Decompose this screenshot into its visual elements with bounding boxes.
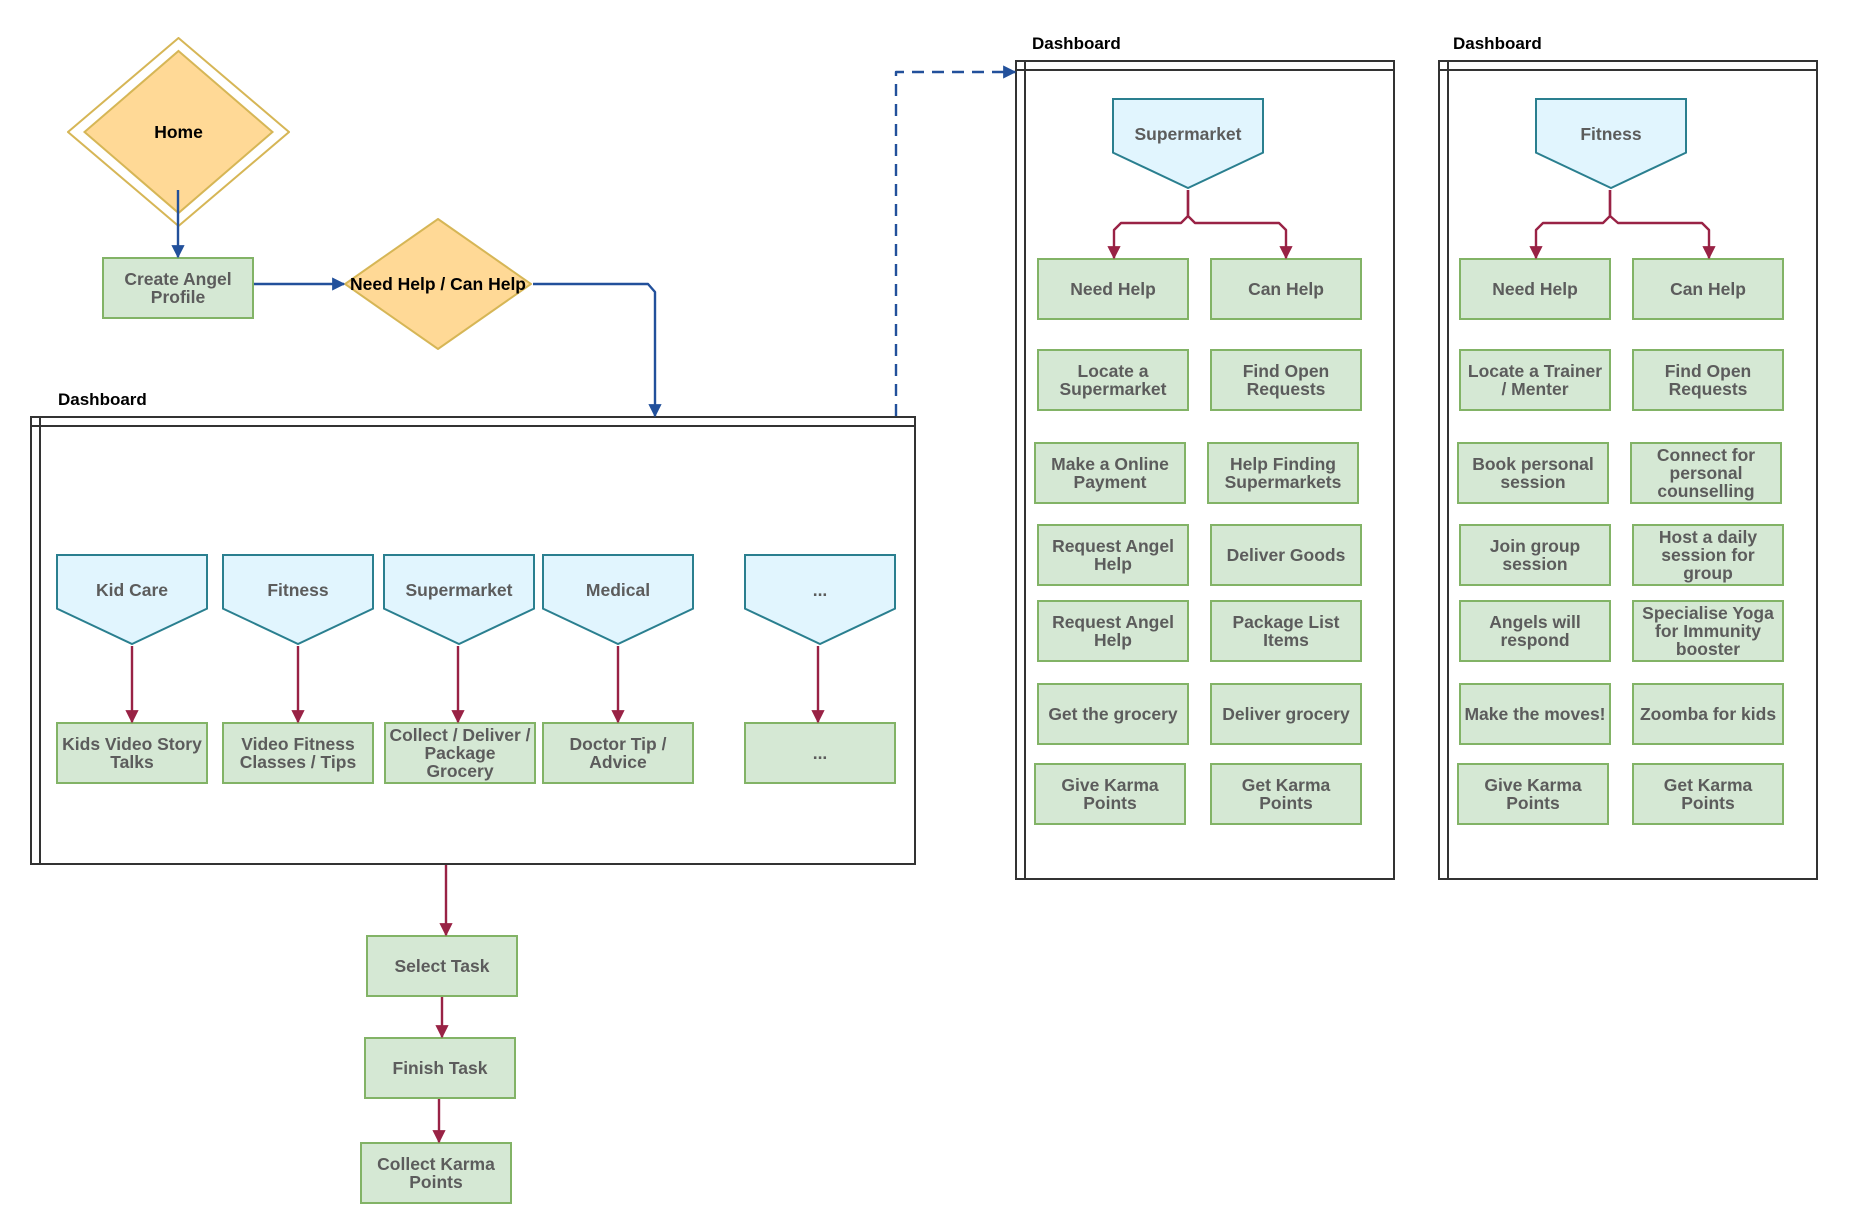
supermarket-locate[interactable]: Locate a Supermarket (1037, 349, 1189, 411)
node-label: Fitness (267, 580, 329, 601)
fitness-specialise-yoga[interactable]: Specialise Yoga for Immunity booster (1632, 600, 1784, 662)
fitness-book-personal-session[interactable]: Book personal session (1457, 442, 1609, 504)
category-fitness[interactable]: Fitness (222, 554, 374, 645)
supermarket-request-angel-help-1[interactable]: Request Angel Help (1037, 524, 1189, 586)
fitness-locate-trainer[interactable]: Locate a Trainer / Menter (1459, 349, 1611, 411)
category-kid-care[interactable]: Kid Care (56, 554, 208, 645)
supermarket-header[interactable]: Supermarket (1112, 98, 1264, 189)
task-video-fitness-classes[interactable]: Video Fitness Classes / Tips (222, 722, 374, 784)
supermarket-get-grocery[interactable]: Get the grocery (1037, 683, 1189, 745)
node-label: Medical (585, 580, 651, 601)
category-supermarket[interactable]: Supermarket (383, 554, 535, 645)
node-label: Home (154, 121, 203, 142)
node-label: Supermarket (1134, 124, 1242, 145)
fitness-join-group-session[interactable]: Join group session (1459, 524, 1611, 586)
fitness-give-karma-points[interactable]: Give Karma Points (1457, 763, 1609, 825)
supermarket-online-payment[interactable]: Make a Online Payment (1034, 442, 1186, 504)
create-angel-profile-box[interactable]: Create Angel Profile (102, 257, 254, 319)
supermarket-help-finding[interactable]: Help Finding Supermarkets (1207, 442, 1359, 504)
category-more[interactable]: ... (744, 554, 896, 645)
category-shape (222, 554, 374, 645)
task-more[interactable]: ... (744, 722, 896, 784)
need-help-can-help-decision[interactable]: Need Help / Can Help (344, 218, 532, 350)
fitness-can-help[interactable]: Can Help (1632, 258, 1784, 320)
supermarket-can-help[interactable]: Can Help (1210, 258, 1362, 320)
supermarket-find-open-requests[interactable]: Find Open Requests (1210, 349, 1362, 411)
category-medical[interactable]: Medical (542, 554, 694, 645)
node-label: ... (812, 580, 828, 601)
finish-task-box[interactable]: Finish Task (364, 1037, 516, 1099)
fitness-connect-personal-counselling[interactable]: Connect for personal counselling (1630, 442, 1782, 504)
fitness-header[interactable]: Fitness (1535, 98, 1687, 189)
fitness-zoomba-for-kids[interactable]: Zoomba for kids (1632, 683, 1784, 745)
supermarket-give-karma-points[interactable]: Give Karma Points (1034, 763, 1186, 825)
fitness-angels-will-respond[interactable]: Angels will respond (1459, 600, 1611, 662)
supermarket-deliver-grocery[interactable]: Deliver grocery (1210, 683, 1362, 745)
category-shape (56, 554, 208, 645)
task-collect-deliver-grocery[interactable]: Collect / Deliver / Package Grocery (384, 722, 536, 784)
supermarket-package-list-items[interactable]: Package List Items (1210, 600, 1362, 662)
category-shape (744, 554, 896, 645)
dashboard-title: Dashboard (1032, 34, 1121, 53)
fitness-make-the-moves[interactable]: Make the moves! (1459, 683, 1611, 745)
collect-karma-points-box[interactable]: Collect Karma Points (360, 1142, 512, 1204)
dashboard-fitness-frame[interactable] (1438, 60, 1818, 880)
node-label: Supermarket (405, 580, 513, 601)
supermarket-request-angel-help-2[interactable]: Request Angel Help (1037, 600, 1189, 662)
decision-shape (344, 218, 532, 350)
fitness-find-open-requests[interactable]: Find Open Requests (1632, 349, 1784, 411)
node-label: Need Help / Can Help (349, 273, 526, 294)
supermarket-deliver-goods[interactable]: Deliver Goods (1210, 524, 1362, 586)
category-shape (1112, 98, 1264, 189)
connector-dash_main-to-dash_super (894, 65, 1017, 416)
select-task-box[interactable]: Select Task (366, 935, 518, 997)
fitness-need-help[interactable]: Need Help (1459, 258, 1611, 320)
fitness-get-karma-points[interactable]: Get Karma Points (1632, 763, 1784, 825)
home-decision[interactable]: Home (67, 37, 290, 227)
dashboard-supermarket-frame[interactable] (1015, 60, 1395, 880)
node-label: Fitness (1580, 124, 1642, 145)
task-doctor-tip-advice[interactable]: Doctor Tip / Advice (542, 722, 694, 784)
dashboard-title: Dashboard (58, 390, 147, 409)
node-label: Kid Care (96, 580, 168, 601)
supermarket-need-help[interactable]: Need Help (1037, 258, 1189, 320)
category-shape (1535, 98, 1687, 189)
supermarket-get-karma-points[interactable]: Get Karma Points (1210, 763, 1362, 825)
fitness-host-daily-session[interactable]: Host a daily session for group (1632, 524, 1784, 586)
category-shape (542, 554, 694, 645)
connector-needcan-to-dash_main (533, 282, 662, 418)
dashboard-title: Dashboard (1453, 34, 1542, 53)
category-shape (383, 554, 535, 645)
task-kids-video-story-talks[interactable]: Kids Video Story Talks (56, 722, 208, 784)
dashboard-main-frame[interactable] (30, 416, 916, 865)
